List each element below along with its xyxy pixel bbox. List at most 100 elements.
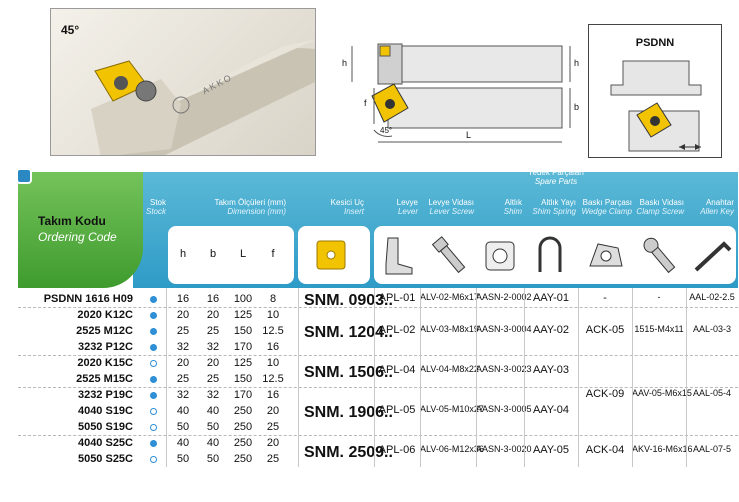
dim-b-value: 20 [206,357,220,369]
technical-drawing: h h f b L 45° [338,26,584,154]
allen-key-code: AAL-05-4 [692,388,732,398]
wedge-clamp-code: ACK-09 [585,388,625,400]
column-divider [166,288,167,467]
shim-spring-code: AAY-01 [532,292,570,304]
angle-label: 45° [61,23,80,37]
dim-h-value: 50 [176,453,190,465]
dim-h-value: 25 [176,373,190,385]
dim-angle: 45° [380,126,393,135]
dim-h-right: h [574,58,580,68]
column-divider [476,288,477,467]
column-divider [298,288,299,467]
shim-spring-icon [538,236,562,272]
dim-L-value: 170 [233,341,253,353]
psdnn-schematic [610,60,702,152]
dim-f-value: 20 [266,405,280,417]
dimension-header: Takım Ölçüleri (mm)Dimension (mm) [214,198,286,216]
dim-L-value: 125 [233,309,253,321]
dim-f-value: 16 [266,389,280,401]
dim-f-value: 8 [269,293,277,305]
dim-b-header: b [209,248,217,260]
column-divider [374,288,375,467]
dim-f-value: 16 [266,341,280,353]
lever-screw-icon [431,236,466,274]
ordering-code-title: Takım Kodu [38,214,106,228]
column-divider [420,288,421,467]
shim-code: AASN-3-0005 [476,404,532,414]
shim-code: AASN-3-0023 [476,364,532,374]
row-separator [18,307,738,308]
row-separator [18,435,738,436]
product-photo: 45° AKKO [50,8,316,156]
dim-b-value: 16 [206,293,220,305]
lever-screw-code: ALV-06-M12x36 [420,444,484,454]
lever-code: APL-01 [378,292,416,304]
dim-h-value: 20 [176,309,190,321]
tool-holder-illustration [91,39,315,155]
lever-screw-code: ALV-02-M6x17 [420,292,479,302]
dim-b-value: 20 [206,309,220,321]
dim-b: b [574,102,580,112]
table-row: 2020 K12C 20 20 125 10 [18,307,738,323]
ordering-code: 5050 S25C [77,453,133,465]
dim-b-value: 32 [206,389,220,401]
lever-code: APL-02 [378,324,416,336]
column-divider [524,288,525,467]
ordering-code: 2525 M12C [76,325,133,337]
shim-code: AASN-3-0004 [476,324,532,334]
ordering-code: 3232 P12C [77,341,133,353]
shim-code: AASN-3-0020 [476,444,532,454]
dim-b-value: 50 [206,421,220,433]
shim-spring-code: AAY-04 [532,404,570,416]
stock-indicator-icon [147,405,159,419]
dim-h-value: 32 [176,341,190,353]
ordering-code: 2525 M15C [76,373,133,385]
clamp-screw-code: AAV-05-M6x15 [632,388,692,398]
allen-key-code: AAL-07-5 [692,444,732,454]
insert-code: SNM. 1204.. [304,324,393,341]
dim-f-value: 12.5 [262,373,284,385]
allen-key-icon [694,241,732,272]
dim-L: L [466,130,472,140]
dim-f-header: f [271,248,275,260]
dim-f-value: 10 [266,357,280,369]
dim-L-header: L [239,248,247,260]
dim-b-value: 40 [206,405,220,417]
stock-indicator-icon [147,341,159,355]
clamp-screw-code: AKV-16-M6x16 [632,444,693,454]
stock-indicator-icon [147,437,159,451]
dims-header-box [168,226,294,284]
lever-screw-code: ALV-03-M8x19 [420,324,479,334]
wedge-clamp-code: ACK-04 [585,444,625,456]
detail-title: PSDNN [635,37,675,49]
dim-L-value: 250 [233,437,253,449]
column-divider [686,288,687,467]
column-divider [632,288,633,467]
clamp-screw-code: - [657,292,661,302]
ordering-code-subtitle: Ordering Code [38,230,117,244]
wedge-clamp-code: - [603,292,607,304]
dim-h-value: 25 [176,325,190,337]
stock-indicator-icon [147,389,159,403]
dim-b-value: 50 [206,453,220,465]
dim-f: f [364,98,367,108]
insert-code: SNM. 0903.. [304,292,393,309]
dim-L-value: 100 [233,293,253,305]
dim-h-value: 20 [176,357,190,369]
dim-f-value: 10 [266,309,280,321]
ordering-code: 2020 K12C [77,309,133,321]
dim-h-value: 40 [176,405,190,417]
shim-spring-code: AAY-05 [532,444,570,456]
